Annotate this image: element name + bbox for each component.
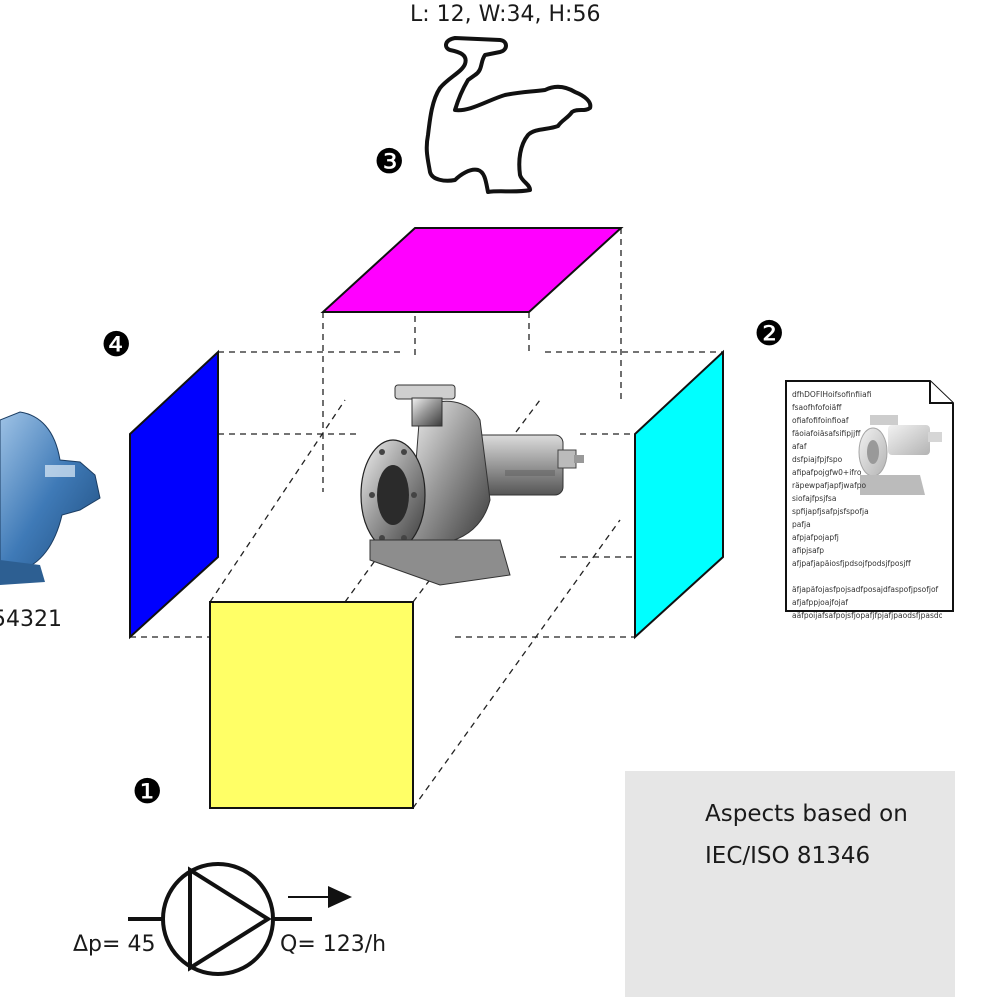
dimensions-label: L: 12, W:34, H:56	[410, 2, 601, 27]
document-line: fäoiafoiäsafsifipjjff	[792, 429, 861, 438]
document-line: pafja	[792, 520, 811, 529]
blue-pump-icon	[0, 411, 101, 585]
document-line: äfjapäfojasfpojsadfposajdfaspofjpsofjof	[792, 585, 939, 594]
document-text: dfhDOFIHoifsofinfiiafi fsaofhfofoiäff ofia…	[792, 388, 942, 622]
document-line: dsfpiajfpjfspo	[792, 455, 843, 464]
left-plane	[129, 349, 219, 640]
legend-line-2: IEC/ISO 81346	[705, 843, 871, 869]
front-plane	[209, 601, 414, 809]
document-line: aäfpoijafsafpojsfjopafjfpjafjpaodsfjpasd…	[792, 611, 942, 620]
document-line: afjafppjoajfojaf	[792, 598, 848, 607]
document-line: afaf	[792, 442, 807, 451]
flow-label: Q= 123/h	[280, 932, 387, 957]
document-line	[792, 570, 942, 583]
flow-arrow-icon	[288, 886, 352, 908]
document-line: ofiafofifoinfioaf	[792, 416, 849, 425]
marker-two: ❷	[754, 314, 785, 354]
marker-one: ❶	[132, 772, 163, 812]
pump-outline-icon	[424, 36, 593, 194]
legend-box: Aspects based on IEC/ISO 81346	[625, 771, 955, 997]
partial-id-label: 54321	[0, 607, 62, 632]
document-line: räpewpafjapfjwafpo	[792, 481, 867, 490]
document-icon	[785, 380, 954, 612]
pump-symbol-icon	[128, 862, 312, 976]
document-line: spfijapfjsafpjsfspofja	[792, 507, 869, 516]
document-line: afpjafpojapfj	[792, 533, 839, 542]
right-plane	[634, 349, 724, 640]
document-line: dfhDOFIHoifsofinfiiafi	[792, 390, 872, 399]
document-line: afjpafjapäiosfjpdsojfpodsjfposjff	[792, 559, 911, 568]
document-line: afipjsafp	[792, 546, 825, 555]
pressure-label: Δp= 45	[73, 932, 156, 957]
document-line: fsaofhfofoiäff	[792, 403, 842, 412]
document-line: afipafpojgfw0+ifro	[792, 468, 862, 477]
top-plane	[320, 227, 624, 313]
legend-line-1: Aspects based on	[705, 801, 908, 827]
document-line: siofajfpsjfsa	[792, 494, 837, 503]
marker-three: ❸	[374, 142, 405, 182]
marker-four: ❹	[101, 325, 132, 365]
centrifugal-pump-icon	[360, 384, 584, 586]
